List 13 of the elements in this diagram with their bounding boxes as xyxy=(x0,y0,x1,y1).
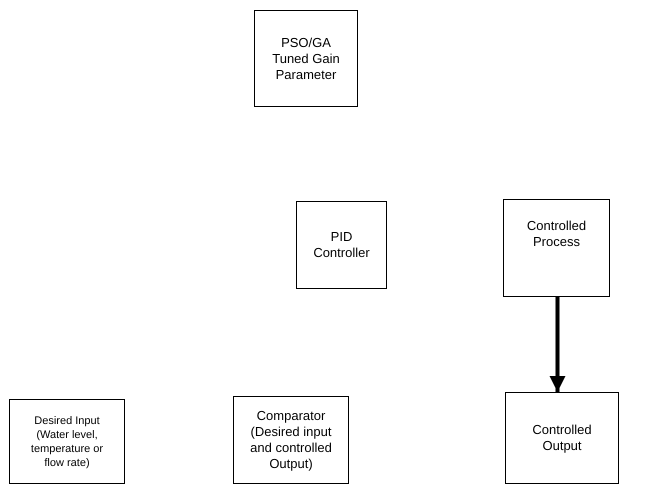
box-label: Controlled Process xyxy=(526,218,588,250)
process-box xyxy=(9,399,125,484)
box-label: Desired Input (Water level, temperature or flow rate) xyxy=(30,414,104,470)
box-label: Comparator (Desired input and controlled Output) xyxy=(249,408,333,472)
process-box xyxy=(233,396,349,484)
box-label: Controlled Output xyxy=(531,422,593,454)
box-label: PSO/GA Tuned Gain Parameter xyxy=(271,34,341,82)
arrow xyxy=(550,297,566,392)
box-label: PID Controller xyxy=(312,229,371,261)
process-box xyxy=(254,10,358,107)
process-box xyxy=(505,392,619,484)
process-box xyxy=(296,201,387,289)
process-box xyxy=(503,199,610,297)
